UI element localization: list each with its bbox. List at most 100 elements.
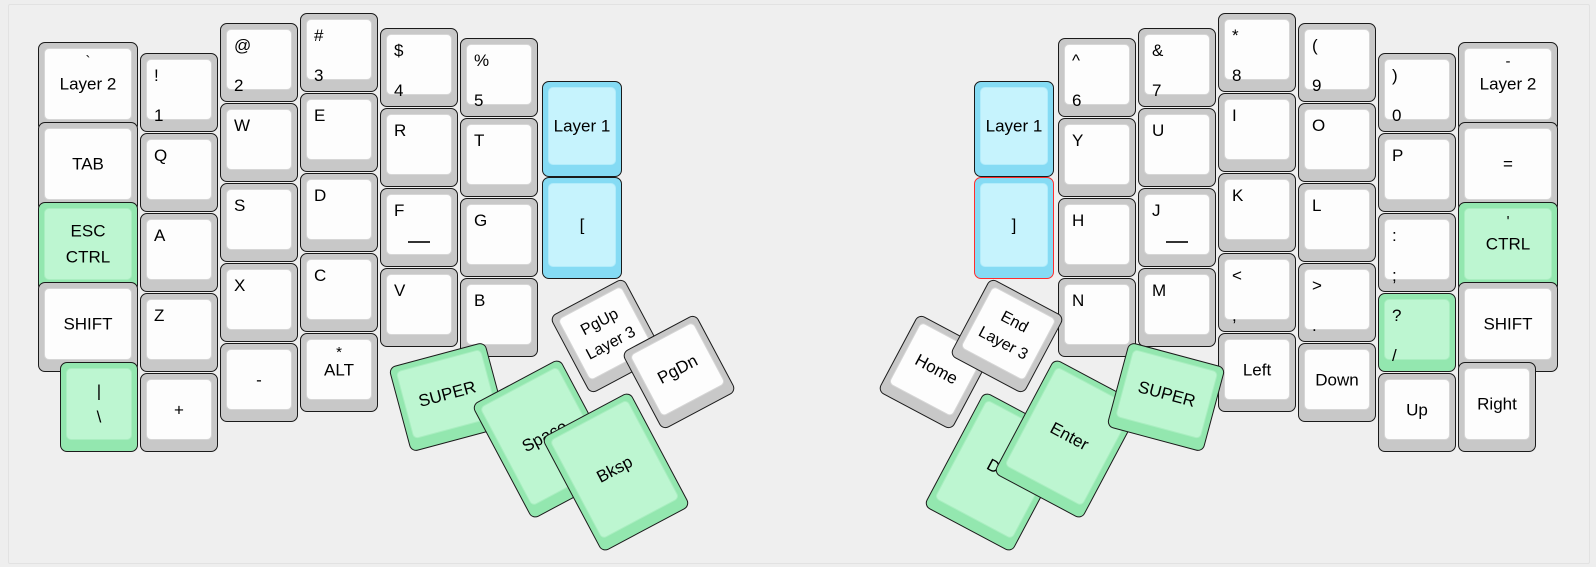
key-legend-top: ^ (1072, 51, 1080, 70)
keycap: R (386, 114, 452, 175)
key-legend-top: Y (1072, 131, 1084, 150)
key-legend-stack: |\ (67, 379, 131, 430)
key-lt-comma[interactable]: < , (1218, 253, 1296, 332)
keycap: < , (1224, 259, 1290, 324)
key-layer1-left[interactable]: Layer 1 (542, 81, 622, 177)
keycap: * 8 (1224, 19, 1290, 84)
key-legend-top: K (1232, 186, 1244, 205)
key-layer1-right[interactable]: Layer 1 (974, 81, 1054, 177)
keycap: + (146, 379, 212, 440)
key-legend-top: E (314, 106, 326, 125)
keycap: I (1224, 99, 1290, 160)
key-pipe-backslash[interactable]: |\ (60, 362, 138, 452)
key-r[interactable]: R (380, 108, 458, 187)
key-legend-top: % (474, 51, 490, 70)
key-star-8[interactable]: * 8 (1218, 13, 1296, 92)
key-y[interactable]: Y (1058, 118, 1136, 197)
keycap: ) 0 (1384, 59, 1450, 124)
key-z[interactable]: Z (140, 293, 218, 372)
key-equals[interactable]: = (1458, 122, 1558, 212)
key-legend-bottom: 5 (474, 91, 484, 110)
key-question-slash[interactable]: ? / (1378, 293, 1456, 372)
key-legend-top: * (336, 344, 342, 361)
keycap: Up (1384, 379, 1450, 440)
key-legend-center: Down (1315, 370, 1359, 389)
key-tab[interactable]: TAB (38, 122, 138, 212)
key-paren-0[interactable]: ) 0 (1378, 53, 1456, 132)
key-e[interactable]: E (300, 93, 378, 172)
key-amp-7[interactable]: & 7 (1138, 28, 1216, 107)
key-u[interactable]: U (1138, 108, 1216, 187)
key-legend-line1: | (96, 381, 102, 401)
key-v[interactable]: V (380, 268, 458, 347)
key-g[interactable]: G (460, 198, 538, 277)
key-x[interactable]: X (220, 263, 298, 342)
key-bracket-left[interactable]: [ (542, 177, 622, 279)
key-q[interactable]: Q (140, 133, 218, 212)
keycap: $ 4 (386, 34, 452, 99)
key-bang-1[interactable]: ! 1 (140, 53, 218, 132)
key-right-arrow[interactable]: Right (1458, 362, 1536, 452)
key-legend-center: ] (1011, 215, 1017, 235)
key-legend-top: O (1312, 116, 1326, 135)
key-d[interactable]: D (300, 173, 378, 252)
key-f[interactable]: F (380, 188, 458, 267)
key-j[interactable]: J (1138, 188, 1216, 267)
key-legend-top: # (314, 26, 324, 45)
keycap: % 5 (466, 44, 532, 109)
key-p[interactable]: P (1378, 133, 1456, 212)
key-s[interactable]: S (220, 183, 298, 262)
key-caret-6[interactable]: ^ 6 (1058, 38, 1136, 117)
key-hash-3[interactable]: # 3 (300, 13, 378, 92)
key-quote-ctrl[interactable]: ' CTRL (1458, 202, 1558, 292)
key-w[interactable]: W (220, 103, 298, 182)
key-dash-layer2[interactable]: - Layer 2 (1458, 42, 1558, 132)
key-left-arrow[interactable]: Left (1218, 333, 1296, 412)
key-gt-period[interactable]: > . (1298, 263, 1376, 342)
key-at-2[interactable]: @ 2 (220, 23, 298, 102)
key-h[interactable]: H (1058, 198, 1136, 277)
key-minus[interactable]: - (220, 343, 298, 422)
key-n[interactable]: N (1058, 278, 1136, 357)
key-legend-top: J (1152, 201, 1161, 220)
key-shift-left[interactable]: SHIFT (38, 282, 138, 372)
key-plus[interactable]: + (140, 373, 218, 452)
key-shift-right[interactable]: SHIFT (1458, 282, 1558, 372)
key-legend-top: F (394, 201, 405, 220)
key-c[interactable]: C (300, 253, 378, 332)
key-legend-top: W (234, 116, 251, 135)
key-a[interactable]: A (140, 213, 218, 292)
key-legend-top: A (154, 226, 166, 245)
key-alt[interactable]: * ALT (300, 333, 378, 412)
key-legend-top: L (1312, 196, 1322, 215)
key-legend-top: C (314, 266, 327, 285)
keycap: E (306, 99, 372, 160)
key-up-arrow[interactable]: Up (1378, 373, 1456, 452)
key-b[interactable]: B (460, 278, 538, 357)
keycap: G (466, 204, 532, 265)
key-m[interactable]: M (1138, 268, 1216, 347)
keycap: H (1064, 204, 1130, 265)
key-paren-9[interactable]: ( 9 (1298, 23, 1376, 102)
key-t[interactable]: T (460, 118, 538, 197)
key-bracket-right[interactable]: ] (974, 177, 1054, 279)
key-down-arrow[interactable]: Down (1298, 343, 1376, 422)
key-k[interactable]: K (1218, 173, 1296, 252)
key-l[interactable]: L (1298, 183, 1376, 262)
key-i[interactable]: I (1218, 93, 1296, 172)
key-legend-top: Z (154, 306, 165, 325)
keycap: L (1304, 189, 1370, 250)
key-grave-layer2[interactable]: ` Layer 2 (38, 42, 138, 132)
key-legend-top: I (1232, 106, 1237, 125)
key-legend-bottom: / (1392, 346, 1397, 365)
key-legend-top: ) (1392, 66, 1398, 85)
key-colon-semi[interactable]: : ; (1378, 213, 1456, 292)
key-percent-5[interactable]: % 5 (460, 38, 538, 117)
key-legend-center: - (256, 370, 262, 389)
key-dollar-4[interactable]: $ 4 (380, 28, 458, 107)
key-legend-center: SUPER (1136, 377, 1198, 411)
key-o[interactable]: O (1298, 103, 1376, 182)
